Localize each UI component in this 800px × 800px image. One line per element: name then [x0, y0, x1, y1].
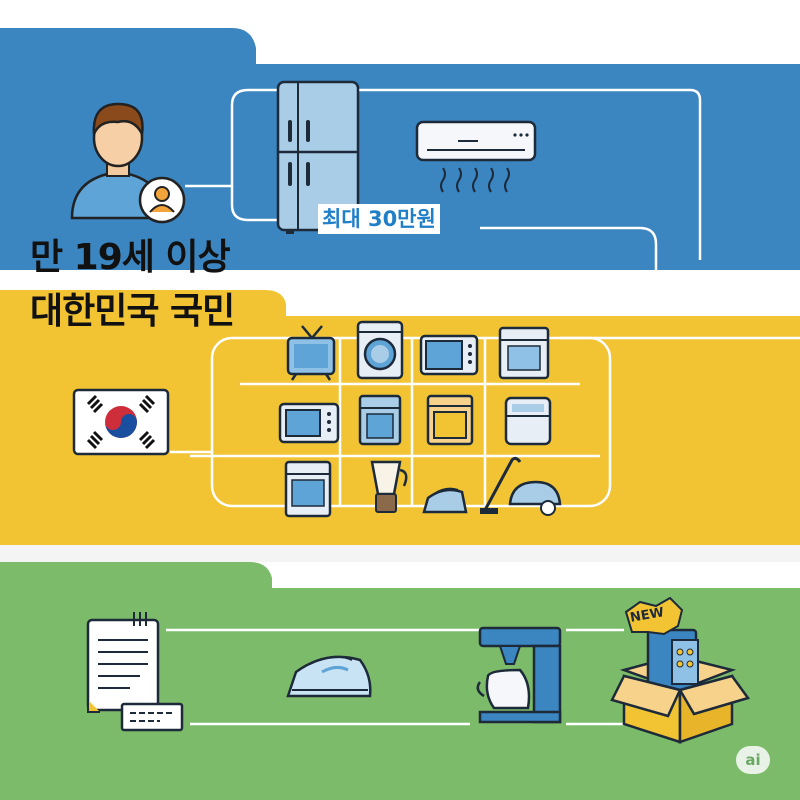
iron-icon	[422, 487, 468, 514]
blender-icon	[370, 460, 408, 513]
microwave-icon	[419, 334, 479, 376]
oven-icon	[358, 394, 402, 446]
dishwasher-icon	[498, 326, 550, 380]
bottom-green-band	[0, 562, 800, 800]
age-requirement-text: 만 19세 이상	[30, 237, 231, 278]
refrigerator-icon	[276, 80, 360, 234]
air-conditioner-icon	[415, 120, 537, 193]
new-badge-shape	[624, 596, 684, 636]
citizenship-requirement-text: 대한민국 국민	[30, 291, 235, 332]
new-box-icon	[610, 596, 751, 744]
oven-icon	[426, 394, 474, 446]
vacuum-cleaner-icon	[480, 456, 562, 516]
washing-machine-icon	[356, 320, 404, 380]
stove-icon	[284, 460, 332, 518]
microwave-icon	[278, 402, 340, 444]
document-icon	[86, 612, 184, 732]
rice-washer-icon	[504, 396, 552, 446]
person-icon	[70, 102, 186, 224]
coffee-maker-icon	[476, 626, 562, 724]
tv-icon	[286, 325, 336, 381]
iron-icon	[286, 655, 372, 698]
korean-flag-icon	[72, 388, 170, 456]
ai-watermark-badge: ai	[736, 746, 770, 774]
top-blue-band	[0, 28, 800, 270]
max-amount-label: 최대 30만원	[318, 204, 440, 234]
